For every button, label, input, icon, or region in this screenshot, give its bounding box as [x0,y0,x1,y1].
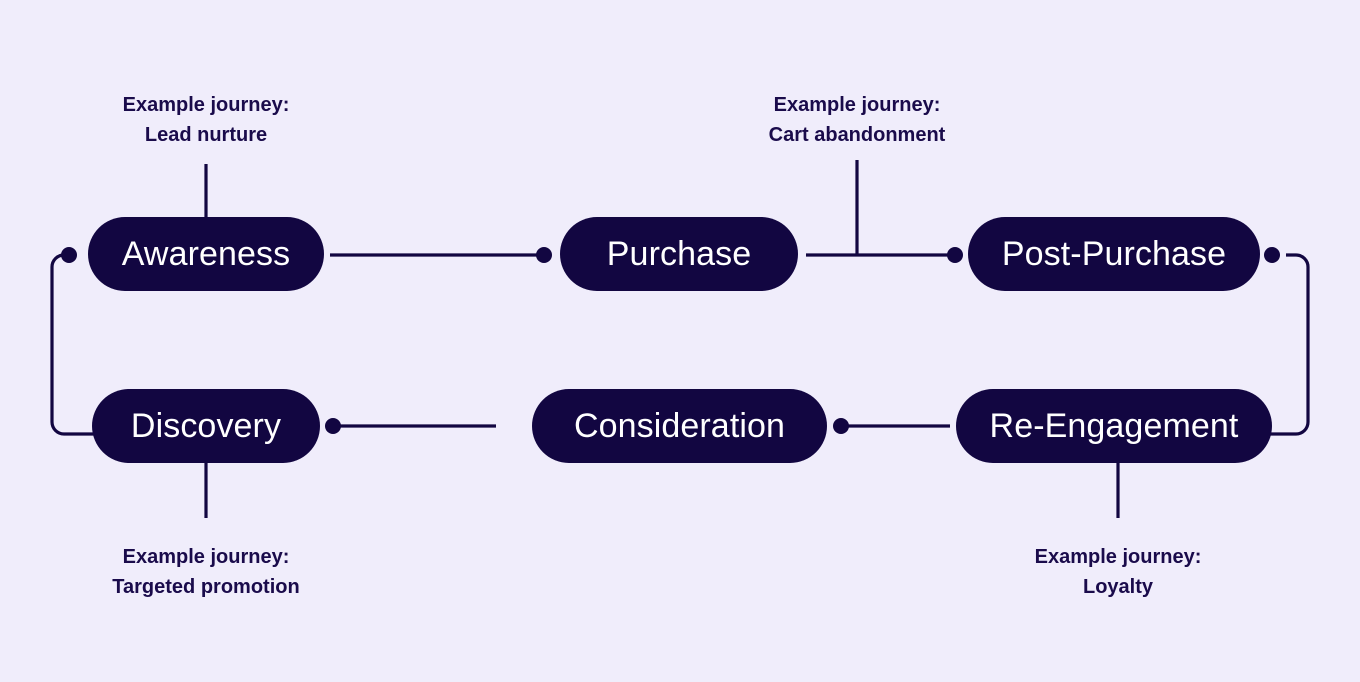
annotation-targeted-promotion-value: Targeted promotion [112,576,300,598]
arrow-dot-into-purchase [536,247,552,263]
annotation-targeted-promotion-prefix: Example journey: [122,546,290,568]
node-consideration[interactable]: Consideration [532,389,827,463]
annotation-targeted-promotion: Example journey: Targeted promotion [56,542,356,602]
annotation-cart-abandonment-value: Cart abandonment [768,124,946,146]
arrow-dot-into-awareness [61,247,77,263]
annotation-cart-abandonment: Example journey: Cart abandonment [707,90,1007,150]
node-awareness-label: Awareness [121,234,291,273]
node-post-purchase[interactable]: Post-Purchase [968,217,1260,291]
annotation-loyalty-value: Loyalty [1082,576,1154,598]
connector-discovery-to-awareness [50,253,140,436]
connector-post-purchase-to-re-engagement [1220,253,1310,436]
node-discovery[interactable]: Discovery [92,389,320,463]
annotation-lead-nurture-prefix: Example journey: [122,94,290,116]
arrow-dot-into-post-purchase [947,247,963,263]
annotation-lead-nurture-value: Lead nurture [144,124,268,146]
node-re-engagement[interactable]: Re-Engagement [956,389,1272,463]
node-purchase[interactable]: Purchase [560,217,798,291]
node-purchase-label: Purchase [606,234,752,273]
node-consideration-label: Consideration [573,406,786,445]
annotation-lead-nurture: Example journey: Lead nurture [56,90,356,150]
node-post-purchase-label: Post-Purchase [1001,234,1227,273]
annotation-loyalty-prefix: Example journey: [1034,546,1202,568]
annotation-loyalty: Example journey: Loyalty [968,542,1268,602]
node-re-engagement-label: Re-Engagement [989,406,1239,445]
node-awareness[interactable]: Awareness [88,217,324,291]
annotation-cart-abandonment-prefix: Example journey: [773,94,941,116]
arrow-dot-into-discovery [325,418,341,434]
node-discovery-label: Discovery [130,406,282,445]
arrow-dot-into-consideration [833,418,849,434]
arrow-dot-leaving-post-purchase [1264,247,1280,263]
